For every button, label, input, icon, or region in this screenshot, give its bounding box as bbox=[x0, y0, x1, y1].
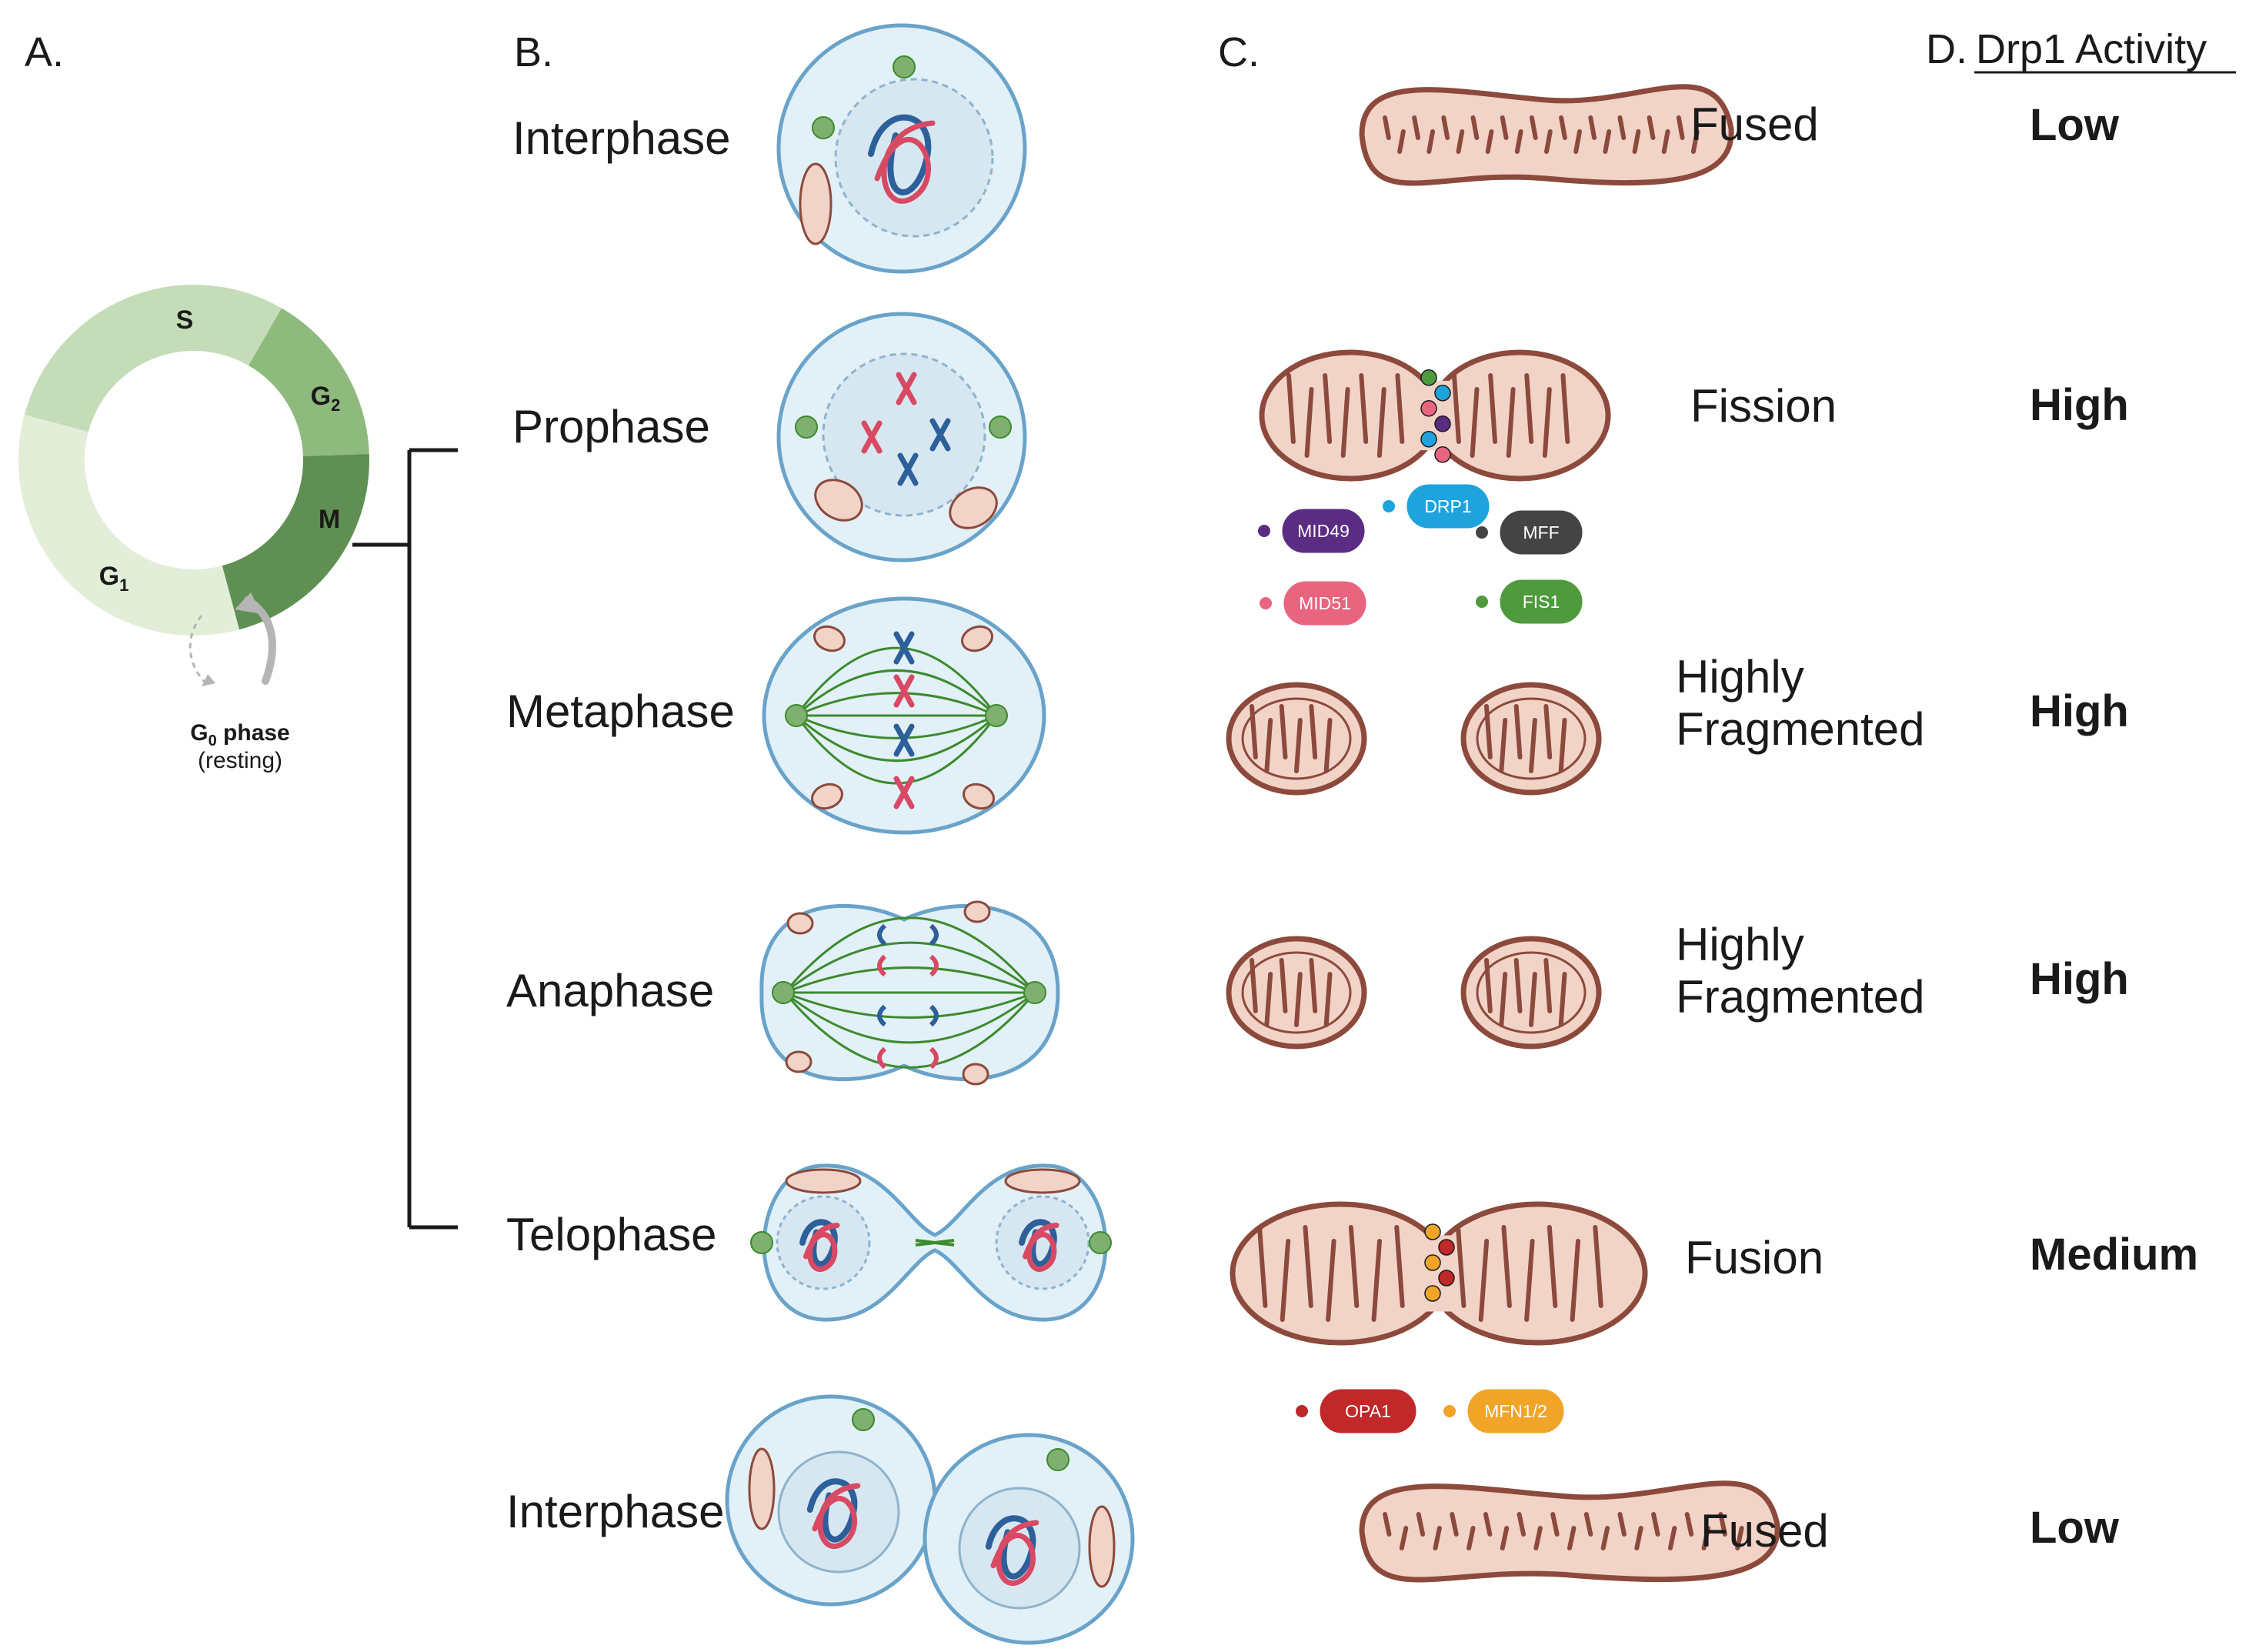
panel-label-d: D. bbox=[1926, 26, 1967, 72]
stage-label: Interphase bbox=[506, 1486, 725, 1537]
cell-metaphase bbox=[762, 596, 1046, 835]
cycle-segment bbox=[249, 308, 369, 457]
mito-fragment bbox=[1226, 682, 1367, 796]
stage-label: Interphase bbox=[512, 112, 731, 164]
mito-state-label: Highly bbox=[1676, 919, 1804, 970]
mito-fission bbox=[1259, 349, 1611, 482]
mito-fusion bbox=[1230, 1201, 1648, 1346]
fission-protein-pill: DRP1 bbox=[1383, 482, 1492, 531]
cell-interphase-daughters bbox=[725, 1394, 1135, 1645]
stage-label: Anaphase bbox=[506, 965, 714, 1016]
panel-d-title: Drp1 Activity bbox=[1976, 26, 2207, 72]
cycle-segment bbox=[222, 454, 369, 630]
panel-label-c: C. bbox=[1218, 29, 1260, 75]
mitosis-bracket bbox=[352, 448, 458, 1230]
drp1-activity-label: Low bbox=[2030, 1503, 2120, 1553]
protein-name: FIS1 bbox=[1523, 592, 1560, 612]
mito-state-label: Highly bbox=[1676, 651, 1804, 703]
protein-name: OPA1 bbox=[1345, 1401, 1391, 1421]
cell-prophase bbox=[776, 312, 1027, 562]
stage-label: Telophase bbox=[506, 1209, 717, 1260]
mito-state-label: Fusion bbox=[1685, 1232, 1824, 1283]
drp1-activity-label: High bbox=[2030, 380, 2129, 430]
cycle-segment bbox=[18, 414, 240, 636]
protein-name: MFF bbox=[1523, 522, 1559, 542]
mito-state-label: Fragmented bbox=[1676, 971, 1925, 1023]
panel-label-b: B. bbox=[514, 29, 553, 75]
g0-resting-note: (resting) bbox=[198, 748, 282, 773]
cell-telophase bbox=[750, 1163, 1112, 1322]
cell-cycle-ring: S G2M G1 bbox=[18, 285, 369, 636]
protein-name: DRP1 bbox=[1424, 496, 1471, 516]
fusion-protein-pill: MFN1/2 bbox=[1443, 1387, 1567, 1436]
g0-phase-label: G0 phase bbox=[190, 720, 290, 749]
mito-state-label: Fused bbox=[1690, 98, 1819, 150]
protein-name: MID51 bbox=[1299, 593, 1351, 613]
drp1-activity-label: Medium bbox=[2030, 1230, 2198, 1280]
drp1-activity-label: Low bbox=[2030, 100, 2120, 150]
mito-fragment bbox=[1460, 936, 1602, 1050]
fission-protein-pill: MID49 bbox=[1258, 506, 1367, 556]
mito-fused-bottom bbox=[1359, 1480, 1780, 1583]
cycle-phase-label: G1 bbox=[99, 562, 129, 595]
stage-label: Metaphase bbox=[506, 686, 735, 737]
protein-name: MFN1/2 bbox=[1484, 1401, 1547, 1421]
cell-interphase bbox=[776, 23, 1027, 274]
cycle-phase-label: S bbox=[176, 305, 194, 335]
mito-state-label: Fission bbox=[1690, 380, 1837, 432]
mitosis-cells bbox=[725, 23, 1135, 1645]
stage-label: Prophase bbox=[512, 401, 710, 452]
fission-protein-pill: MFF bbox=[1476, 508, 1585, 557]
cell-anaphase bbox=[759, 900, 1060, 1086]
cycle-segment bbox=[24, 285, 282, 432]
mito-fragment bbox=[1460, 682, 1602, 796]
mitochondria-morphologies bbox=[1226, 84, 1780, 1583]
drp1-activity-label: High bbox=[2030, 954, 2129, 1004]
mito-fragment bbox=[1226, 936, 1367, 1050]
fission-protein-pill: MID51 bbox=[1260, 579, 1369, 628]
mito-state-label: Fragmented bbox=[1676, 703, 1925, 755]
cycle-phase-label: G2 bbox=[311, 382, 341, 415]
protein-name: MID49 bbox=[1297, 521, 1350, 541]
mito-fused-top bbox=[1359, 84, 1734, 186]
cycle-phase-label: M bbox=[319, 505, 340, 534]
fission-protein-pill: FIS1 bbox=[1476, 577, 1585, 626]
g0-arrows bbox=[189, 592, 276, 686]
panel-label-a: A. bbox=[25, 29, 64, 75]
fusion-protein-pill: OPA1 bbox=[1296, 1387, 1419, 1436]
drp1-activity-label: High bbox=[2030, 686, 2129, 736]
mito-state-label: Fused bbox=[1700, 1505, 1829, 1557]
